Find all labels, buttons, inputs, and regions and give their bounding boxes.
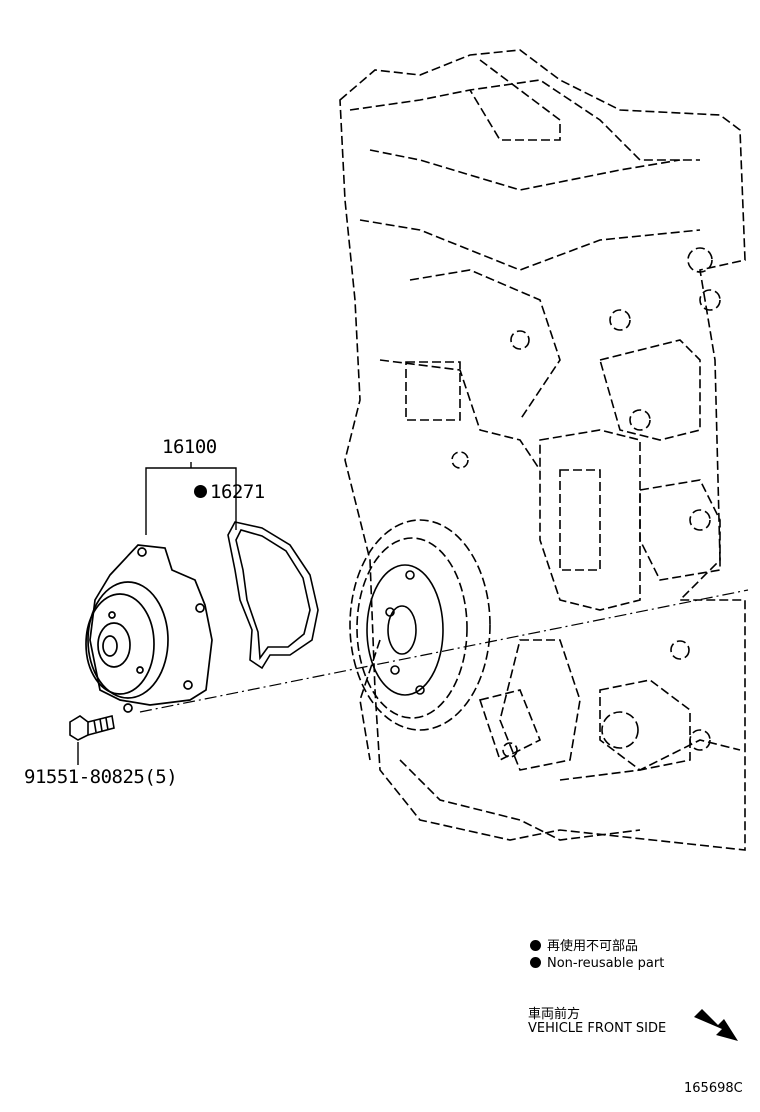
- front-side-en: VEHICLE FRONT SIDE: [528, 1021, 667, 1036]
- front-side-jp: 車両前方: [528, 1007, 581, 1022]
- legend-non-reusable-en: Non-reusable part: [530, 956, 664, 971]
- leader-lines: [77, 462, 237, 765]
- legend-non-reusable-jp: 再使用不可部品: [530, 935, 638, 954]
- bolt: [69, 715, 115, 741]
- water-pump: [85, 544, 213, 713]
- legend-dot-icon: [530, 957, 541, 968]
- alignment-line: [139, 589, 749, 713]
- callout-gasket-number: 16271: [210, 481, 265, 503]
- front-arrow-icon: [694, 1009, 738, 1041]
- gasket: [227, 521, 319, 670]
- engine-block: [339, 49, 746, 851]
- callout-water-pump: 16100: [162, 436, 217, 458]
- callout-gasket: 16271: [194, 481, 265, 503]
- legend-jp-text: 再使用不可部品: [547, 939, 639, 954]
- crank-pulley: [349, 519, 491, 731]
- legend-dot-icon: [530, 940, 541, 951]
- callout-bolt: 91551-80825(5): [24, 766, 178, 788]
- non-reusable-dot-icon: [194, 485, 207, 498]
- legend-en-text: Non-reusable part: [547, 956, 665, 971]
- illustration-id: 165698C: [684, 1081, 743, 1096]
